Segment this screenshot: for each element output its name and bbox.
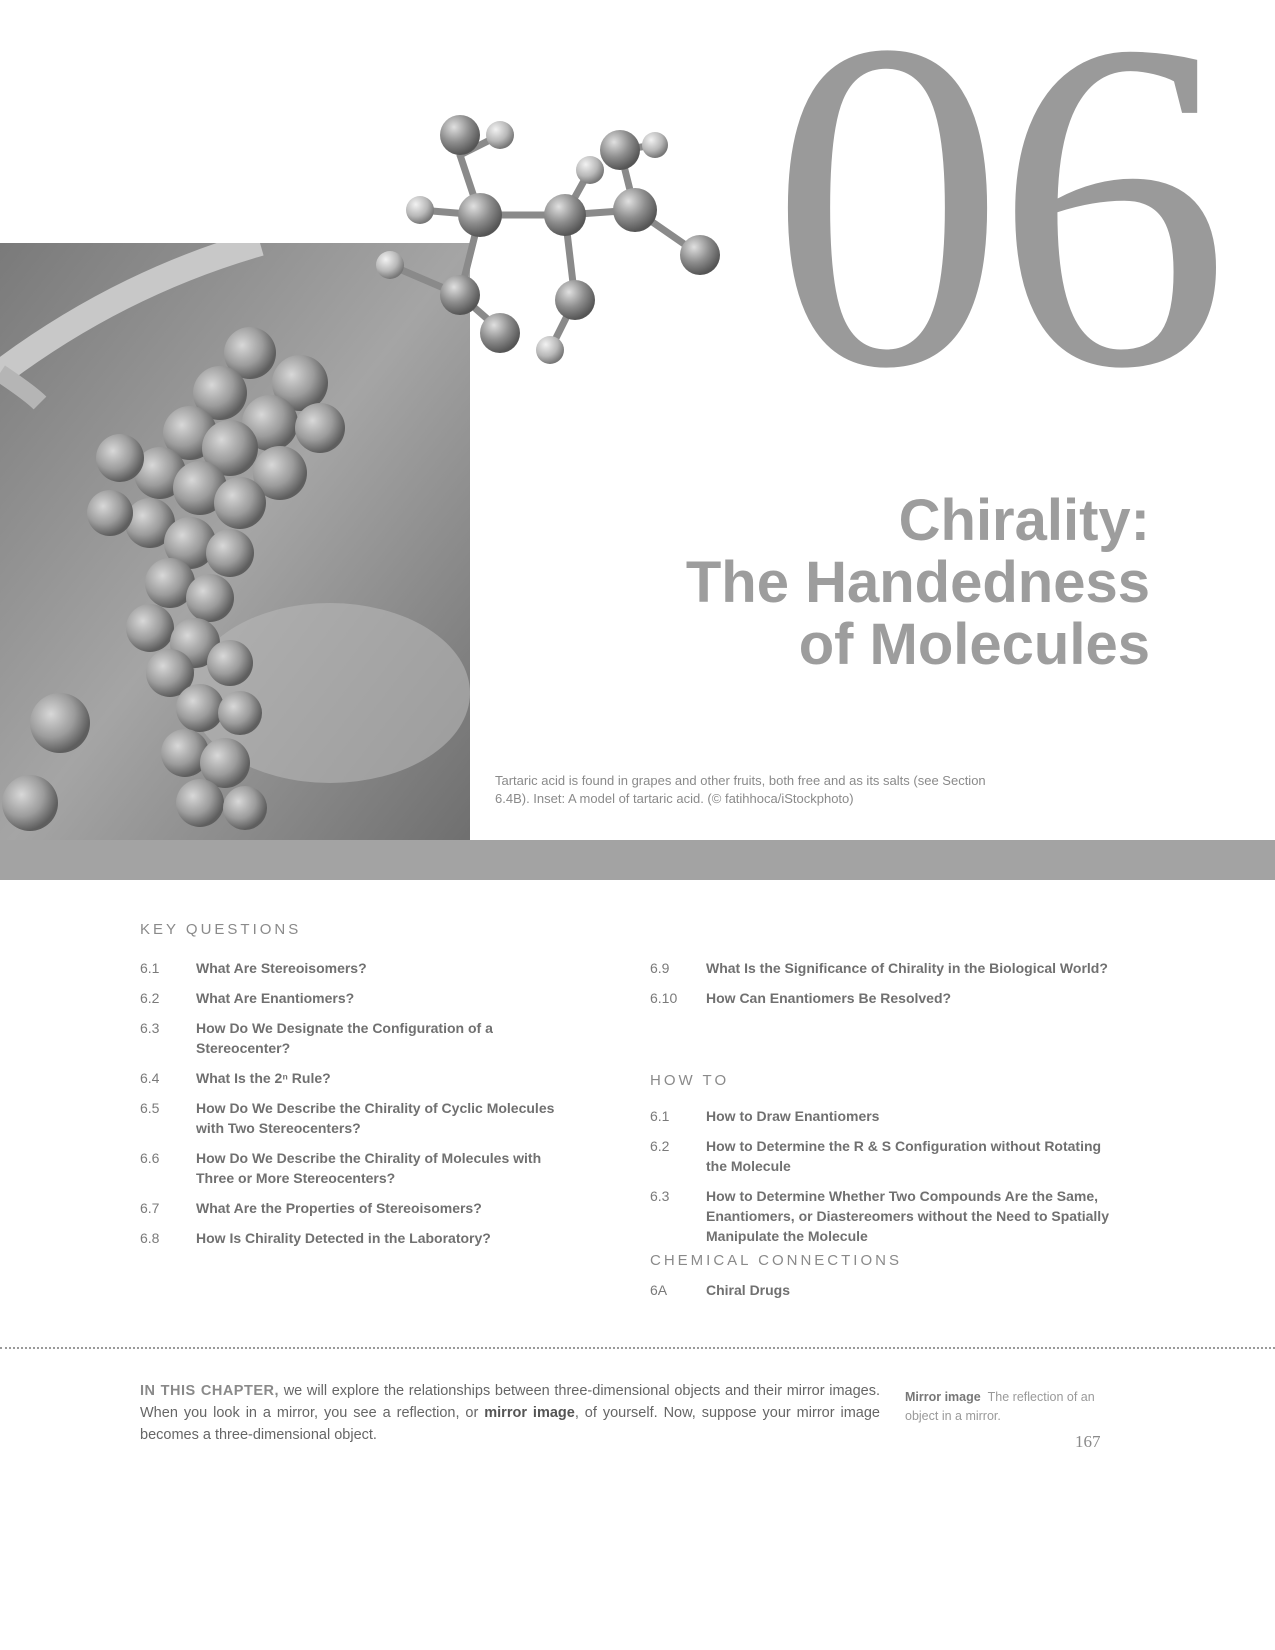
item-number: 6.4 [140, 1070, 160, 1086]
item-number: 6.3 [650, 1188, 670, 1204]
list-item: 6.4 What Is the 2ⁿ Rule? [140, 1068, 570, 1088]
item-number: 6.6 [140, 1150, 160, 1166]
key-questions-heading: KEY QUESTIONS [140, 921, 302, 938]
margin-definition-text: The reflection of an object in a mirror. [905, 1390, 1095, 1423]
item-text: What Is the Significance of Chirality in… [706, 960, 1108, 976]
grapes-photo [0, 243, 470, 855]
chapter-title: Chirality: The Handedness of Molecules [686, 490, 1150, 676]
item-text: How Can Enantiomers Be Resolved? [706, 990, 952, 1006]
chapter-number: 06 [770, 0, 1230, 465]
list-item: 6.6 How Do We Describe the Chirality of M… [140, 1148, 570, 1188]
item-text: How to Determine Whether Two Compounds A… [706, 1188, 1109, 1244]
margin-term: Mirror image [905, 1390, 981, 1404]
list-item: 6.2 How to Determine the R & S Configurat… [650, 1136, 1110, 1176]
item-number: 6.2 [650, 1138, 670, 1154]
list-item: 6.10 How Can Enantiomers Be Resolved? [650, 988, 1110, 1008]
list-item: 6.1 How to Draw Enantiomers [650, 1106, 1110, 1126]
item-text: How Do We Describe the Chirality of Cycl… [196, 1100, 555, 1136]
chemical-connections-list: 6A Chiral Drugs [650, 1280, 1110, 1310]
list-item: 6.8 How Is Chirality Detected in the Labo… [140, 1228, 570, 1248]
list-item: 6.7 What Are the Properties of Stereoisom… [140, 1198, 570, 1218]
chapter-title-line-2: The Handedness [685, 550, 1150, 615]
item-text: How Do We Describe the Chirality of Mole… [196, 1150, 542, 1186]
item-number: 6.8 [140, 1230, 160, 1246]
intro-term: mirror image [484, 1405, 575, 1421]
chapter-title-line-3: of Molecules [798, 612, 1150, 677]
grapes-illustration [0, 243, 470, 855]
section-divider [0, 1347, 1275, 1349]
item-text: How to Determine the R & S Configuration… [706, 1138, 1102, 1174]
list-item: 6.3 How to Determine Whether Two Compound… [650, 1186, 1110, 1246]
item-text: What Are Enantiomers? [196, 990, 355, 1006]
list-item: 6A Chiral Drugs [650, 1280, 1110, 1300]
photo-caption: Tartaric acid is found in grapes and oth… [495, 773, 986, 806]
how-to-heading: HOW TO [650, 1072, 730, 1089]
chemical-connections-heading: CHEMICAL CONNECTIONS [650, 1252, 902, 1269]
list-item: 6.5 How Do We Describe the Chirality of C… [140, 1098, 570, 1138]
item-number: 6.9 [650, 960, 670, 976]
item-number: 6.5 [140, 1100, 160, 1116]
chapter-title-line-1: Chirality: [898, 488, 1150, 553]
item-number: 6.1 [140, 960, 160, 976]
intro-text-1: we will explore the relationships betwee… [140, 1383, 880, 1421]
decorative-band [0, 840, 1275, 880]
item-number: 6.7 [140, 1200, 160, 1216]
item-number: 6.10 [650, 990, 678, 1006]
item-text: How to Draw Enantiomers [706, 1108, 880, 1124]
intro-text-2: , of yourself. Now, suppose your mirror … [140, 1405, 880, 1443]
item-text: Chiral Drugs [706, 1282, 791, 1298]
list-item: 6.9 What Is the Significance of Chirality… [650, 958, 1110, 978]
intro-paragraph: IN THIS CHAPTER, we will explore the rel… [140, 1380, 880, 1446]
item-text: How Is Chirality Detected in the Laborat… [196, 1230, 491, 1246]
item-text: What Are the Properties of Stereoisomers… [196, 1200, 482, 1216]
list-item: 6.3 How Do We Designate the Configuration… [140, 1018, 570, 1058]
item-number: 6A [650, 1282, 668, 1298]
item-text: What Are Stereoisomers? [196, 960, 367, 976]
item-number: 6.2 [140, 990, 160, 1006]
list-item: 6.2 What Are Enantiomers? [140, 988, 570, 1008]
list-item: 6.1 What Are Stereoisomers? [140, 958, 570, 978]
key-questions-list-left: 6.1 What Are Stereoisomers? 6.2 What Are En… [140, 958, 570, 1258]
margin-definition: Mirror image The reflection of an object… [905, 1388, 1125, 1426]
intro-lead: IN THIS CHAPTER, [140, 1383, 280, 1399]
key-questions-list-right: 6.9 What Is the Significance of Chirality… [650, 958, 1110, 1018]
item-number: 6.3 [140, 1020, 160, 1036]
page-number: 167 [1075, 1432, 1101, 1451]
item-text: What Is the 2ⁿ Rule? [196, 1070, 331, 1086]
item-number: 6.1 [650, 1108, 670, 1124]
tartaric-acid-model [376, 115, 720, 364]
item-text: How Do We Designate the Configuration of… [196, 1020, 493, 1056]
